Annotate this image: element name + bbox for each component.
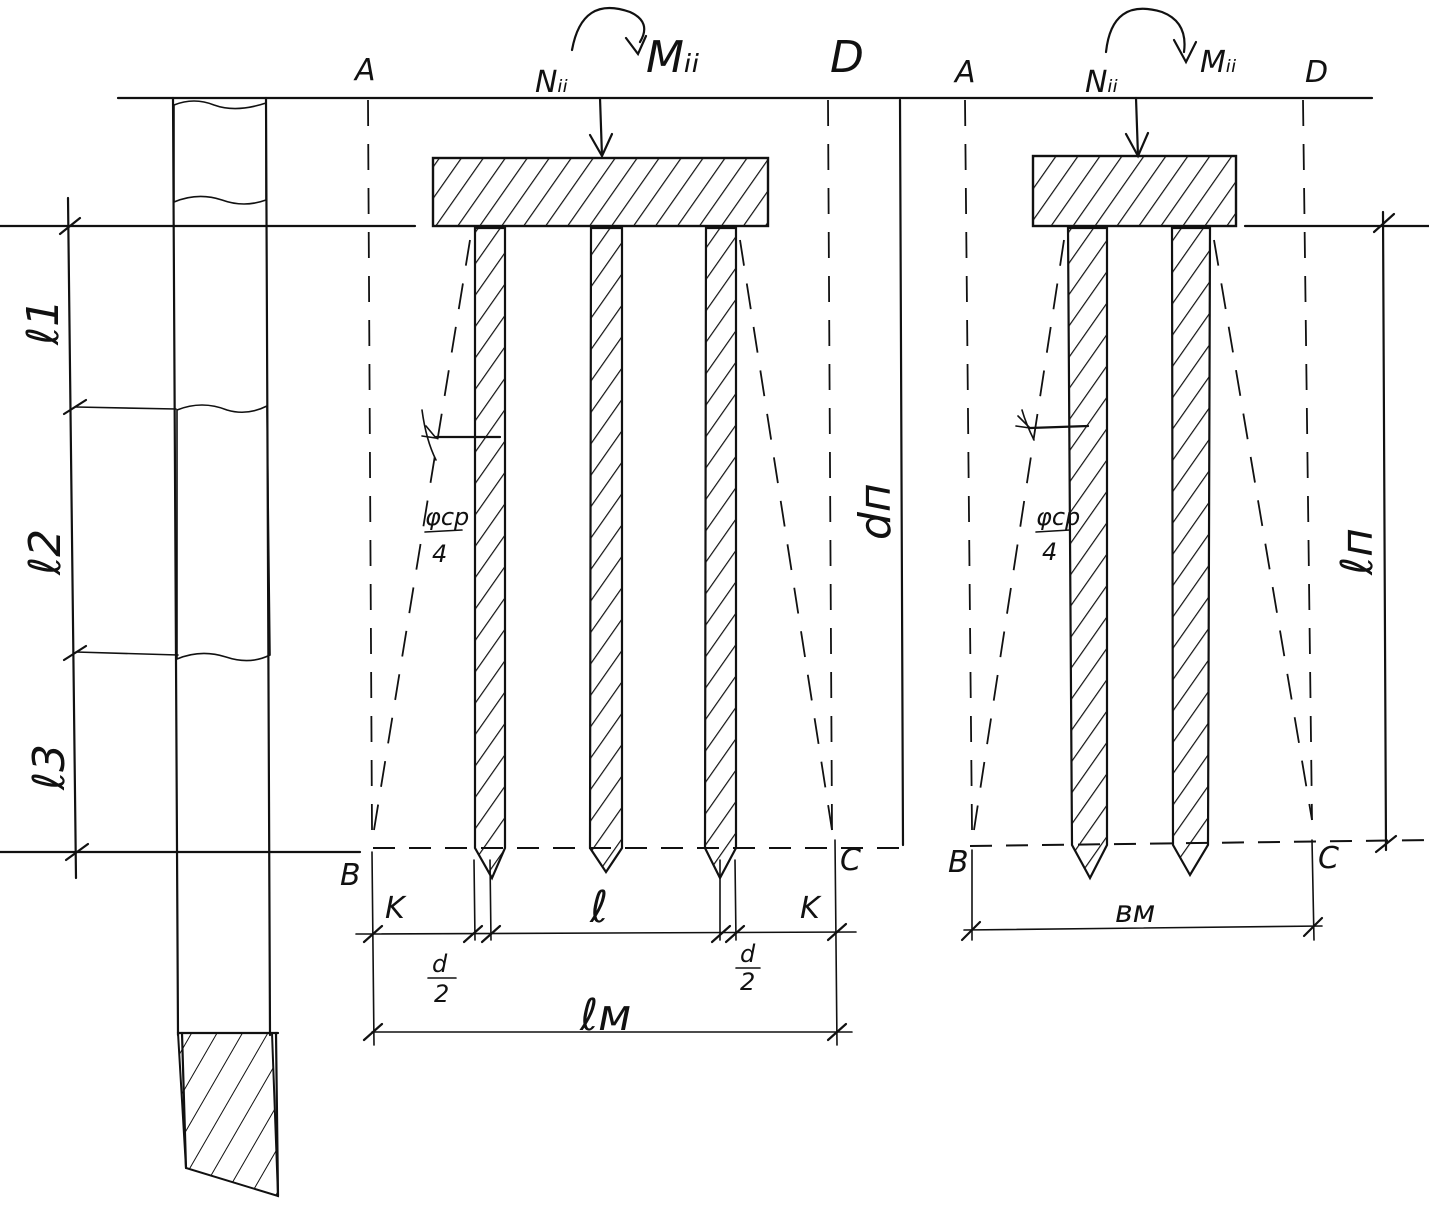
label-phi-den-left: 4 [432, 540, 447, 568]
label-depth-left: dп [850, 483, 901, 540]
label-length-right: ℓп [1332, 528, 1383, 576]
force-arrow-left [598, 96, 604, 158]
pile-left-2 [588, 226, 624, 874]
label-M-right: Mᵢᵢ [1200, 45, 1237, 80]
label-C-left: C [840, 843, 861, 878]
label-l2: ℓ2 [20, 529, 71, 576]
pile-right-2 [1170, 226, 1212, 878]
dimension-k-l-k [355, 931, 857, 935]
label-B-right: B [948, 845, 969, 880]
label-half-d-right: d [740, 940, 756, 968]
dimension-bm [963, 925, 1323, 931]
spread-line-left [373, 239, 471, 831]
label-l1: ℓ1 [18, 299, 69, 346]
spread-line-right-left [973, 239, 1065, 831]
label-A-right: A [953, 55, 976, 90]
label-N-right: Nᵢᵢ [1085, 65, 1118, 100]
moment-arc-right [1104, 7, 1186, 54]
label-N-left: Nᵢᵢ [535, 65, 568, 100]
pile-cap-right [1031, 154, 1238, 228]
label-K-left: K [385, 891, 407, 926]
spread-line-right [739, 239, 833, 831]
label-half-d-left-den: 2 [434, 980, 449, 1008]
label-width-lm: ℓм [579, 990, 631, 1041]
boundary-AB-right [964, 99, 973, 831]
boundary-AB-left [367, 99, 373, 831]
label-M-left: Mᵢᵢ [646, 32, 700, 83]
label-phi-left: φcp [425, 503, 469, 531]
pile-left-1 [473, 226, 507, 881]
pile-length-dimension [1381, 210, 1388, 852]
right-foundation: φcp 4 Nᵢᵢ Mᵢᵢ A D B C ℓп вм [948, 7, 1398, 942]
label-phi-den-right: 4 [1042, 538, 1057, 566]
depth-dimension-line [898, 98, 905, 847]
soil-layer-dimension: ℓ1 ℓ2 ℓ3 [18, 196, 179, 880]
pile-left-3 [703, 226, 738, 881]
label-l3: ℓ3 [24, 744, 75, 791]
label-D-left: D [830, 32, 864, 83]
label-D-right: D [1305, 55, 1328, 90]
label-K-right: K [800, 891, 822, 926]
soil-column [171, 96, 280, 1198]
label-half-d-left: d [432, 950, 448, 978]
label-A-left: A [353, 53, 376, 88]
force-arrow-right [1134, 96, 1140, 158]
moment-arc-left [570, 6, 646, 52]
boundary-DC-left [827, 99, 833, 831]
label-B-left: B [340, 858, 361, 893]
label-C-right: C [1318, 841, 1339, 876]
boundary-DC-right [1302, 99, 1313, 821]
label-width-bm: вм [1115, 895, 1155, 930]
pile-right-1 [1066, 226, 1109, 881]
pile-cap-left [431, 156, 770, 228]
spread-line-right-right [1213, 239, 1313, 821]
label-half-d-right-den: 2 [740, 968, 755, 996]
label-phi-right: φcp [1036, 503, 1080, 531]
label-spacing-l: ℓ [589, 882, 608, 933]
left-foundation: φcp 4 Nᵢᵢ Mᵢᵢ A D B C dп [340, 6, 905, 1046]
